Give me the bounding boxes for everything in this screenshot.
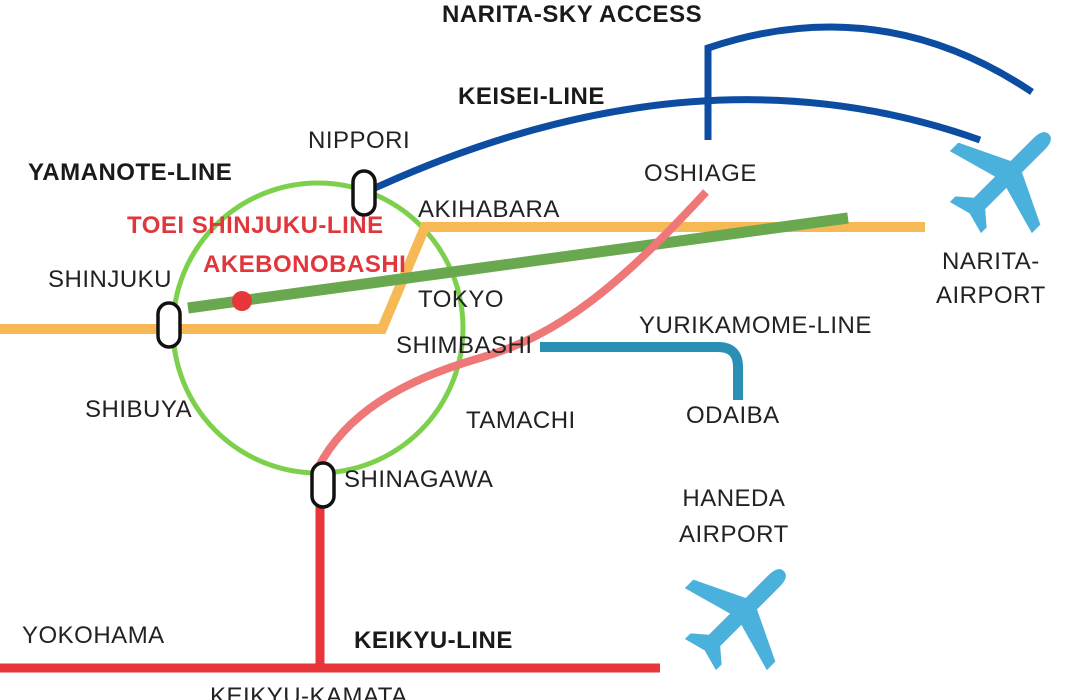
toei-shinjuku-line-path xyxy=(187,212,849,314)
shinjuku-station-label: SHINJUKU xyxy=(48,266,173,293)
toei-shinjuku-line-label: TOEI SHINJUKU-LINE xyxy=(127,212,384,239)
narita-airport-label-line2: AIRPORT xyxy=(936,282,1046,310)
keikyu-line-label: KEIKYU-LINE xyxy=(354,627,513,654)
narita-airport-label-line1: NARITA- xyxy=(942,248,1040,275)
akebonobashi-station-label: AKEBONOBASHI xyxy=(203,251,407,278)
nippori-transfer-marker xyxy=(351,169,377,217)
tamachi-station-label: TAMACHI xyxy=(466,407,576,434)
oshiage-station-label: OSHIAGE xyxy=(644,160,757,187)
odaiba-station-label: ODAIBA xyxy=(686,402,780,429)
narita-sky-access-label: NARITA-SKY ACCESS xyxy=(442,1,703,28)
keikyu-kamata-station-label: KEIKYU-KAMATA xyxy=(210,683,408,700)
haneda-airport-label: HANEDA AIRPORT xyxy=(679,485,789,549)
pink-line-path xyxy=(314,189,709,470)
akebonobashi-station-marker xyxy=(232,291,252,311)
haneda-airport-label-line2: AIRPORT xyxy=(679,521,789,549)
narita-sky-access-line-path xyxy=(704,23,1034,140)
narita-airport-label: NARITA- AIRPORT xyxy=(936,248,1046,310)
shinjuku-transfer-marker xyxy=(156,301,182,349)
shimbashi-station-label: SHIMBASHI xyxy=(396,332,533,359)
airplane-icon xyxy=(949,132,1051,234)
yurikamome-line-label: YURIKAMOME-LINE xyxy=(639,312,872,339)
tokyo-station-label: TOKYO xyxy=(418,286,505,313)
yurikamome-line-path xyxy=(540,342,743,400)
yokohama-station-label: YOKOHAMA xyxy=(22,622,165,649)
akihabara-station-label: AKIHABARA xyxy=(418,196,560,223)
nippori-station-label: NIPPORI xyxy=(308,127,411,154)
shibuya-station-label: SHIBUYA xyxy=(85,396,193,423)
keisei-line-path xyxy=(373,96,982,192)
yamanote-line-label: YAMANOTE-LINE xyxy=(28,159,233,186)
shinagawa-station-label: SHINAGAWA xyxy=(344,466,494,493)
haneda-airport-label-line1: HANEDA xyxy=(682,485,786,512)
shinagawa-transfer-marker xyxy=(310,461,336,509)
airplane-icon xyxy=(684,569,786,671)
keisei-line-label: KEISEI-LINE xyxy=(458,83,605,110)
